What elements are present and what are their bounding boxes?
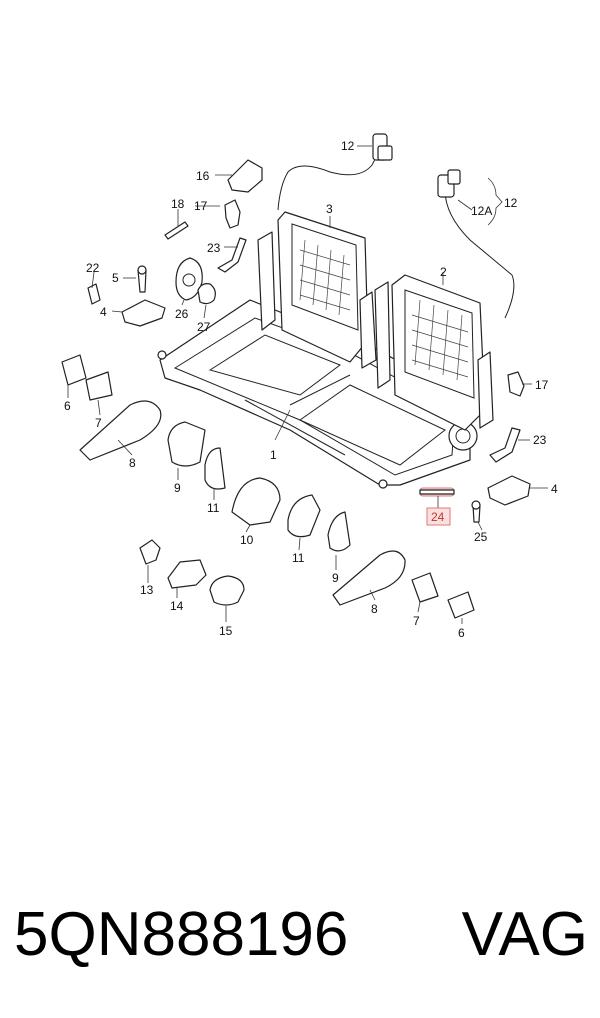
cable-12a bbox=[437, 169, 515, 319]
callout-15: 15 bbox=[219, 624, 233, 638]
callout-1: 1 bbox=[270, 448, 277, 462]
part-27 bbox=[197, 283, 216, 305]
bracket-4-right bbox=[487, 475, 531, 506]
callout-7-left: 7 bbox=[95, 416, 102, 430]
callout-27: 27 bbox=[197, 320, 211, 334]
part-23-right bbox=[489, 427, 521, 463]
callout-10: 10 bbox=[240, 533, 254, 547]
callout-6-left: 6 bbox=[64, 399, 71, 413]
callout-6-right: 6 bbox=[458, 626, 465, 640]
callout-4-right: 4 bbox=[551, 482, 558, 496]
callout-14: 14 bbox=[170, 599, 184, 613]
callout-labels: 1 2 3 4 4 5 6 6 7 7 8 8 9 9 10 11 11 12 … bbox=[64, 139, 558, 640]
bracket-4-left bbox=[121, 299, 166, 327]
callout-9-left: 9 bbox=[174, 481, 181, 495]
parts-diagram: 1 2 3 4 4 5 6 6 7 7 8 8 9 9 10 11 11 12 … bbox=[61, 133, 558, 640]
callout-11-left: 11 bbox=[207, 501, 220, 515]
trim-8-right bbox=[332, 550, 406, 606]
part-number: 5QN888196 bbox=[14, 900, 349, 969]
callout-7-right: 7 bbox=[413, 614, 420, 628]
callout-16: 16 bbox=[196, 169, 210, 183]
callout-18: 18 bbox=[171, 197, 185, 211]
callout-12-top: 12 bbox=[341, 139, 355, 153]
callout-17-left: 17 bbox=[194, 199, 208, 213]
callout-23-right: 23 bbox=[533, 433, 547, 447]
callout-24: 24 bbox=[431, 510, 445, 524]
cover-6-right bbox=[447, 591, 475, 619]
footer: 5QN888196 VAG bbox=[0, 890, 600, 980]
callout-22: 22 bbox=[86, 261, 100, 275]
cover-9-left bbox=[167, 421, 206, 467]
backrest-frame-3 bbox=[257, 211, 377, 369]
leader-lines bbox=[67, 145, 548, 624]
cover-9-mid bbox=[327, 511, 351, 552]
callout-5: 5 bbox=[112, 271, 119, 285]
callout-4-left: 4 bbox=[100, 305, 107, 319]
callout-2: 2 bbox=[440, 265, 447, 279]
callout-26: 26 bbox=[175, 307, 189, 321]
callout-13: 13 bbox=[140, 583, 154, 597]
cover-11-mid bbox=[287, 494, 321, 538]
part-17-left bbox=[224, 199, 241, 229]
part-16 bbox=[227, 159, 263, 193]
callout-8-right: 8 bbox=[371, 602, 378, 616]
part-23-left bbox=[217, 237, 247, 273]
callout-23-left: 23 bbox=[207, 241, 221, 255]
brand-label: VAG bbox=[461, 900, 588, 969]
part-22 bbox=[87, 283, 101, 305]
cover-6-left bbox=[61, 354, 87, 386]
callout-12-right: 12 bbox=[504, 196, 518, 210]
cover-7-right bbox=[411, 572, 439, 603]
callout-17-right: 17 bbox=[535, 378, 549, 392]
trim-8-left bbox=[79, 400, 162, 461]
cover-7-left bbox=[85, 371, 113, 401]
backrest-frame-2 bbox=[374, 274, 494, 431]
callout-11-mid: 11 bbox=[292, 551, 305, 565]
callout-12a: 12A bbox=[471, 204, 492, 218]
part-18 bbox=[164, 221, 189, 240]
part-15 bbox=[209, 575, 245, 606]
part-14 bbox=[167, 559, 207, 589]
callout-25: 25 bbox=[474, 530, 488, 544]
part-13 bbox=[139, 539, 161, 565]
damper-24 bbox=[419, 489, 455, 495]
cable-12 bbox=[277, 133, 393, 211]
callout-3: 3 bbox=[326, 202, 333, 216]
callout-24-box bbox=[426, 507, 451, 526]
cover-11-left bbox=[204, 447, 226, 490]
cover-10 bbox=[231, 477, 281, 526]
part-26 bbox=[175, 257, 203, 301]
part-17-right bbox=[507, 371, 525, 397]
callout-9-right: 9 bbox=[332, 571, 339, 585]
callout-8-left: 8 bbox=[129, 456, 136, 470]
